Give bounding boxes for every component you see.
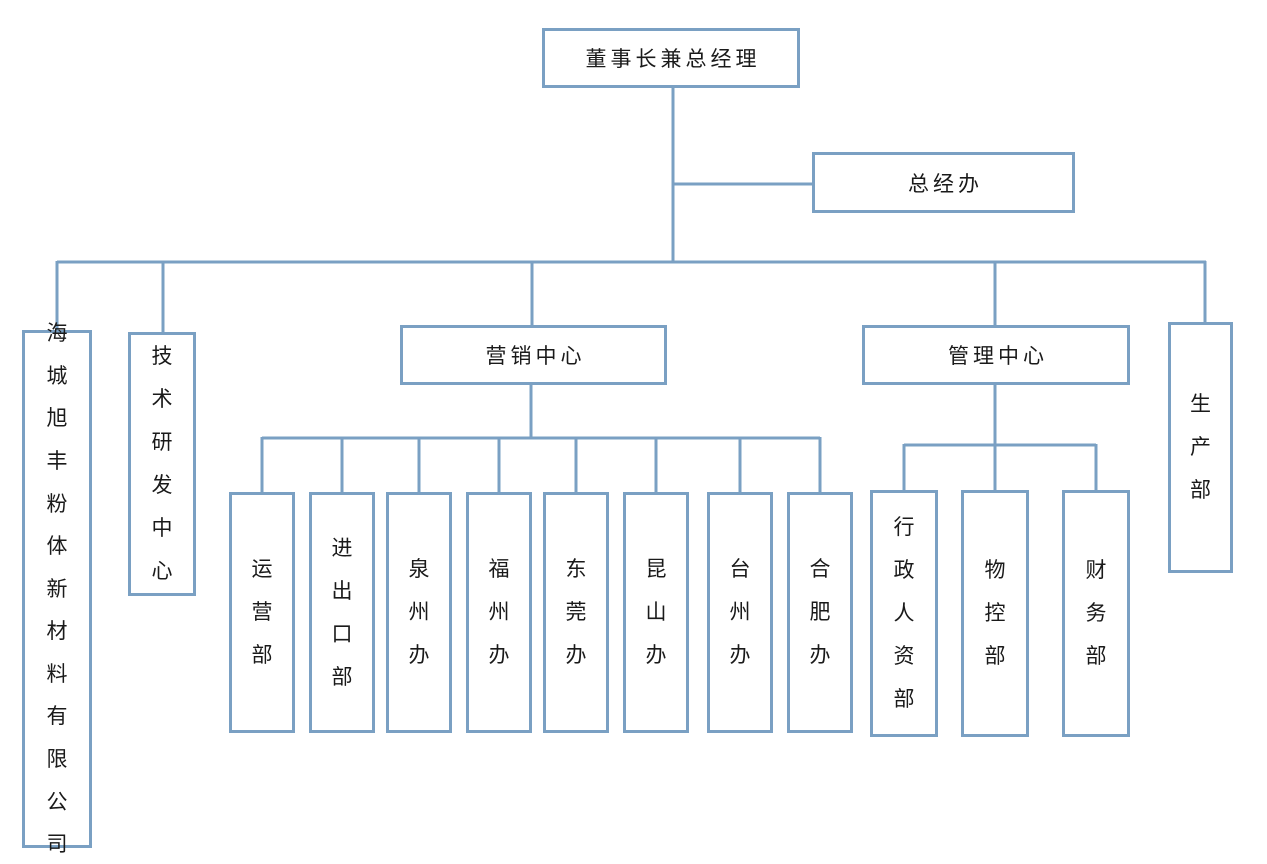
org-node-management-center: 管理中心	[862, 325, 1130, 385]
org-node-taizhou-office: 台 州 办	[707, 492, 773, 733]
org-node-operations-dept: 运 营 部	[229, 492, 295, 733]
org-node-chairman-gm: 董事长兼总经理	[542, 28, 800, 88]
org-node-marketing-center: 营销中心	[400, 325, 667, 385]
org-node-production-dept: 生 产 部	[1168, 322, 1233, 573]
org-node-finance-dept: 财 务 部	[1062, 490, 1130, 737]
org-node-dongguan-office: 东 莞 办	[543, 492, 609, 733]
org-node-admin-hr-dept: 行 政 人 资 部	[870, 490, 938, 737]
org-node-hefei-office: 合 肥 办	[787, 492, 853, 733]
org-node-kunshan-office: 昆 山 办	[623, 492, 689, 733]
org-node-quanzhou-office: 泉 州 办	[386, 492, 452, 733]
org-node-material-control-dept: 物 控 部	[961, 490, 1029, 737]
org-node-company: 海 城 旭 丰 粉 体 新 材 料 有 限 公 司	[22, 321, 92, 856]
org-node-import-export-dept: 进 出 口 部	[309, 492, 375, 733]
org-node-fuzhou-office: 福 州 办	[466, 492, 532, 733]
org-node-tech-center: 技 术 研 发 中 心	[128, 332, 196, 596]
org-node-gm-office: 总经办	[812, 152, 1075, 213]
